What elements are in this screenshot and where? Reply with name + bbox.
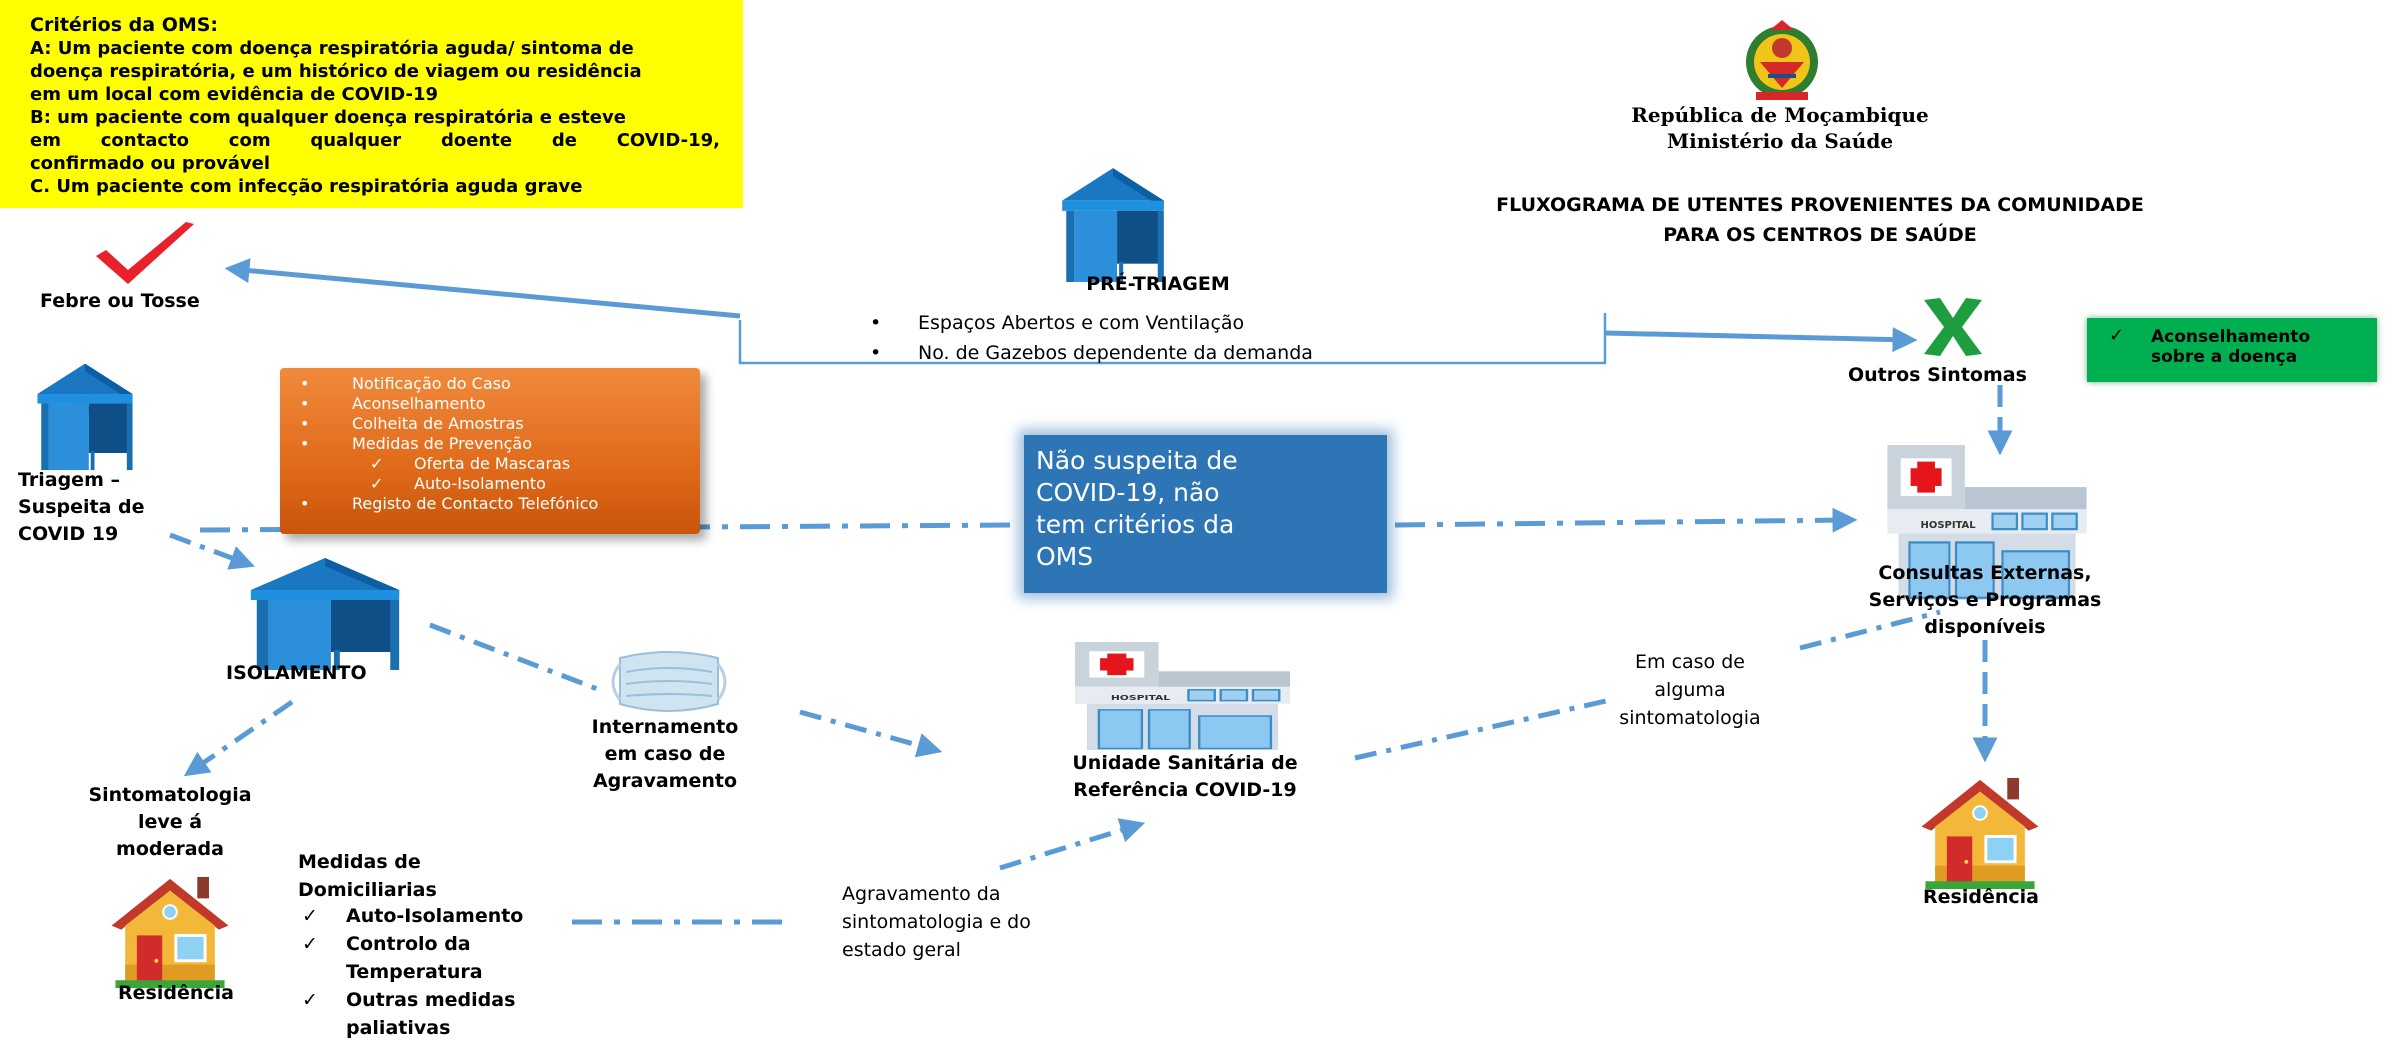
- hospital-sign: HOSPITAL: [1111, 694, 1171, 702]
- action-item: •Aconselhamento: [300, 394, 486, 413]
- page-title-line: FLUXOGRAMA DE UTENTES PROVENIENTES DA CO…: [1496, 194, 2144, 216]
- isolation-label: ISOLAMENTO: [226, 662, 367, 684]
- hospital-sign: HOSPITAL: [1921, 520, 1977, 531]
- pretriage-bullet: •Espaços Abertos e com Ventilação: [870, 312, 1245, 334]
- pretriage-bullet: •No. de Gazebos dependente da demanda: [870, 342, 1313, 364]
- hospital-icon: HOSPITAL: [1075, 642, 1290, 750]
- house-icon: [1920, 776, 2040, 891]
- gazebo-icon: [37, 363, 133, 471]
- criteria-line: A: Um paciente com doença respiratória a…: [30, 38, 634, 59]
- other-symptoms-label: Outros Sintomas: [1848, 364, 2027, 386]
- action-subitem: ✓Auto-Isolamento: [370, 474, 546, 493]
- criteria-line: confirmado ou provável: [30, 153, 271, 174]
- pretriage-title: PRÉ-TRIAGEM: [1086, 273, 1230, 295]
- gazebo-icon: [1062, 168, 1164, 282]
- republic-label: República de Moçambique: [1631, 103, 1929, 127]
- home-measures-title: Domiciliarias: [298, 879, 437, 901]
- coat-of-arms-icon: [1746, 20, 1818, 100]
- criteria-line: doença respiratória, e um histórico de v…: [30, 61, 642, 82]
- criteria-line: em contacto com qualquer doente de COVID…: [30, 130, 720, 151]
- face-mask-icon: [611, 651, 727, 712]
- counselling-label: Aconselhamento sobre a doença: [2151, 327, 2311, 367]
- home-measures: Medidas de Domiciliarias: [298, 848, 437, 904]
- home-measure-item: Temperatura: [346, 961, 483, 983]
- home-measure-item: ✓Controlo da: [302, 933, 471, 955]
- home-measure-item: paliativas: [346, 1017, 451, 1039]
- page-title: FLUXOGRAMA DE UTENTES PROVENIENTES DA CO…: [1380, 190, 2260, 250]
- ministry-label: Ministério da Saúde: [1666, 129, 1894, 153]
- action-item: •Colheita de Amostras: [300, 414, 524, 433]
- criteria-title: Critérios da OMS:: [30, 14, 219, 36]
- actions-box: •Notificação do Caso •Aconselhamento •Co…: [280, 368, 700, 534]
- residence-label: Residência: [1923, 886, 2039, 908]
- residence-label: Residência: [118, 982, 234, 1004]
- green-x-icon: [1924, 298, 1982, 356]
- fever-label: Febre ou Tosse: [40, 290, 200, 312]
- gazebo-icon: [250, 558, 400, 670]
- who-criteria-box: Critérios da OMS: A: Um paciente com doe…: [0, 0, 743, 208]
- page-title-line: PARA OS CENTROS DE SAÚDE: [1663, 224, 1977, 246]
- hospital-icon: HOSPITAL: [1886, 445, 2088, 600]
- action-item: •Notificação do Caso: [300, 374, 511, 393]
- pretriage-bullets: •Espaços Abertos e com Ventilação •No. d…: [870, 308, 1313, 368]
- house-icon: [110, 875, 230, 990]
- home-measures-list: ✓Auto-Isolamento ✓Controlo da Temperatur…: [302, 902, 523, 1042]
- criteria-line: em um local com evidência de COVID-19: [30, 84, 438, 105]
- criteria-line: B: um paciente com qualquer doença respi…: [30, 107, 626, 128]
- red-checkmark-icon: [96, 222, 194, 284]
- action-item: •Medidas de Prevenção: [300, 434, 532, 453]
- counselling-box: ✓ Aconselhamento sobre a doença: [2087, 318, 2377, 382]
- criteria-line: C. Um paciente com infecção respiratória…: [30, 176, 583, 197]
- header-institution: República de Moçambique Ministério da Sa…: [1560, 102, 2000, 154]
- check-icon: ✓: [2109, 325, 2125, 346]
- action-item: •Registo de Contacto Telefónico: [300, 494, 599, 513]
- home-measure-item: ✓Auto-Isolamento: [302, 905, 524, 927]
- home-measure-item: ✓Outras medidas: [302, 989, 516, 1011]
- action-subitem: ✓Oferta de Mascaras: [370, 454, 571, 473]
- home-measures-title: Medidas de: [298, 851, 421, 873]
